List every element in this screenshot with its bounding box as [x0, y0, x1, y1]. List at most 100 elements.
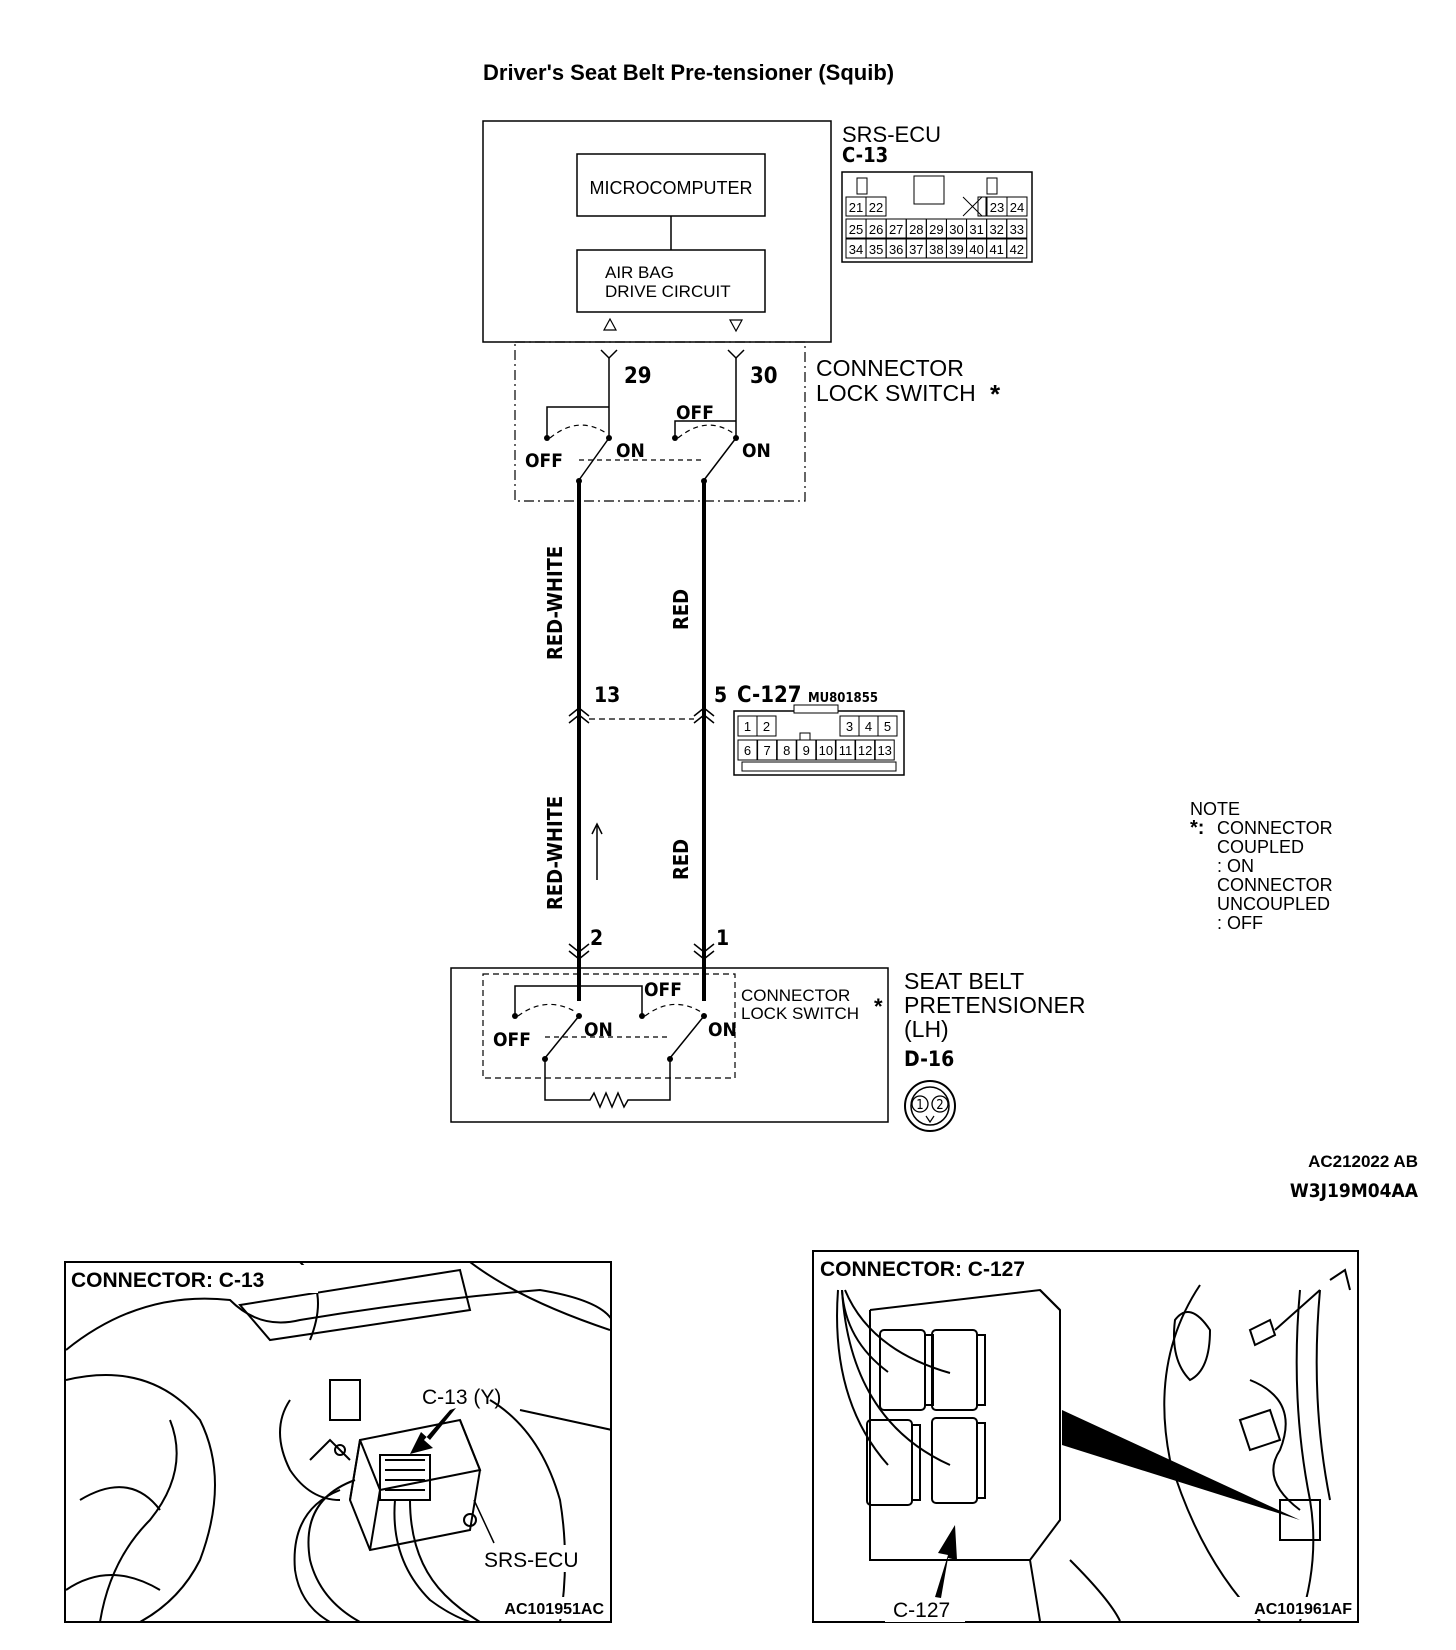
c13-pin: 33	[1010, 222, 1024, 237]
pretensioner-label-2: PRETENSIONER	[904, 992, 1085, 1018]
airbag-label-2: DRIVE CIRCUIT	[605, 282, 731, 301]
c127-pin-cell	[874, 739, 895, 761]
srs-ecu-name: SRS-ECU	[842, 122, 941, 147]
c127-pin: 12	[858, 743, 872, 758]
c13-pin: 27	[889, 222, 903, 237]
c127-connector-name: C-127	[737, 683, 802, 708]
microcomputer-label: MICROCOMPUTER	[590, 178, 753, 198]
top-switch-off-left: OFF	[525, 450, 563, 472]
pin-30-label: 30	[750, 364, 778, 389]
note-line: COUPLED	[1217, 837, 1304, 857]
bottom-switch-on-right: ON	[708, 1019, 737, 1041]
c127-pin-cell	[835, 739, 856, 761]
c127-pin-cell	[855, 739, 876, 761]
top-lock-switch-label-1: CONNECTOR	[816, 355, 964, 381]
c13-pin: 21	[849, 200, 863, 215]
c127-pin: 6	[744, 743, 751, 758]
c127-pin-cell	[877, 715, 898, 737]
airbag-drive-circuit-box	[576, 249, 766, 313]
c127-latch	[799, 732, 811, 741]
photo-c13-callout-ecu: SRS-ECU	[484, 1549, 579, 1572]
note-heading: NOTE	[1190, 799, 1240, 819]
squib-resistor	[544, 1059, 671, 1109]
c13-pin: 26	[869, 222, 883, 237]
c127-pin: 5	[884, 719, 891, 734]
c127-pin-13: 13	[594, 683, 620, 707]
c13-pin-cell	[1006, 238, 1028, 259]
c13-pin: 30	[949, 222, 963, 237]
c127-zoom-wedge	[1062, 1410, 1300, 1520]
wire-color-left-upper: RED-WHITE	[543, 546, 567, 660]
c127-pin: 8	[783, 743, 790, 758]
wire-color-left-lower: RED-WHITE	[543, 796, 567, 910]
bottom-lock-switch-frame	[482, 973, 736, 1079]
c127-pin: 3	[846, 719, 853, 734]
wire-color-right-lower: RED	[669, 839, 693, 880]
c13-pin: 34	[849, 242, 863, 257]
c127-pin-cell	[737, 739, 758, 761]
note-line: CONNECTOR	[1217, 875, 1333, 895]
photo-c13-code: AC101951AC	[504, 1601, 604, 1618]
c13-pin: 36	[889, 242, 903, 257]
c13-pin: 25	[849, 222, 863, 237]
c13-pin: 40	[969, 242, 983, 257]
c13-pin: 42	[1010, 242, 1024, 257]
top-lock-switch-frame	[514, 341, 806, 502]
bottom-lock-switch-star: *	[874, 994, 883, 1019]
c13-pointer-arrow-icon	[410, 1408, 456, 1454]
bottom-switch-on-left: ON	[584, 1019, 613, 1041]
top-lock-switch-star: *	[990, 379, 1001, 409]
note-line: CONNECTOR	[1217, 818, 1333, 838]
c127-pin-cell	[756, 715, 777, 737]
photo-c13-title: CONNECTOR: C-13	[71, 1269, 264, 1292]
figure-code-1: AC212022 AB	[1308, 1152, 1418, 1171]
output-arrow-down-icon	[728, 319, 744, 333]
c13-pin: 28	[909, 222, 923, 237]
c13-pin: 35	[869, 242, 883, 257]
c13-pin: 32	[989, 222, 1003, 237]
output-arrow-up-icon	[602, 317, 618, 331]
pretensioner-label-3: (LH)	[904, 1016, 949, 1042]
note-block: NOTE *: CONNECTOR COUPLED : ON CONNECTOR…	[1190, 799, 1333, 933]
pin-29-label: 29	[624, 364, 652, 389]
c127-pin: 13	[877, 743, 891, 758]
c127-pin: 11	[839, 743, 853, 758]
c127-part-number: MU801855	[808, 691, 878, 706]
photo-c13-callout-connector: C-13 (Y)	[422, 1386, 501, 1409]
c127-pin: 1	[744, 719, 751, 734]
c13-pin: 39	[949, 242, 963, 257]
d16-icon-pin: 2	[936, 1098, 943, 1113]
d16-icon-pin: 1	[916, 1098, 923, 1113]
note-star: *:	[1190, 817, 1204, 839]
photo-c127-title: CONNECTOR: C-127	[820, 1258, 1025, 1281]
pretensioner-label-1: SEAT BELT	[904, 968, 1024, 994]
photo-c127-code: AC101961AF	[1254, 1601, 1352, 1618]
bottom-switch-off-right: OFF	[644, 979, 682, 1001]
c127-pin: 2	[763, 719, 770, 734]
c13-pin-cell	[1006, 218, 1028, 239]
c13-pin: 22	[869, 200, 883, 215]
d16-connector-name: D-16	[904, 1047, 954, 1071]
top-switch-on-right: ON	[742, 440, 771, 462]
figure-code-2: W3J19M04AA	[1290, 1180, 1419, 1202]
c127-pin: 4	[865, 719, 872, 734]
c13-pin: 31	[969, 222, 983, 237]
current-direction-arrow-icon	[591, 822, 603, 880]
top-switch-off-right: OFF	[676, 402, 714, 424]
pretensioner-box	[450, 967, 889, 1123]
c127-pin-cell	[757, 739, 778, 761]
d16-pin-1: 1	[716, 926, 729, 950]
srs-ecu-connector: C-13	[842, 143, 888, 167]
c127-junction	[568, 707, 715, 724]
airbag-label-1: AIR BAG	[605, 263, 674, 282]
c127-pointer-arrow-icon	[935, 1525, 957, 1598]
c13-pin: 24	[1010, 200, 1024, 215]
d16-connector-icon: 1 2	[904, 1080, 956, 1132]
c13-pin: 29	[929, 222, 943, 237]
c13-pin: 37	[909, 242, 923, 257]
c127-pin-cell	[815, 739, 836, 761]
c13-pin: 23	[990, 200, 1004, 215]
d16-pin-2: 2	[590, 926, 603, 950]
note-line: : ON	[1217, 856, 1254, 876]
